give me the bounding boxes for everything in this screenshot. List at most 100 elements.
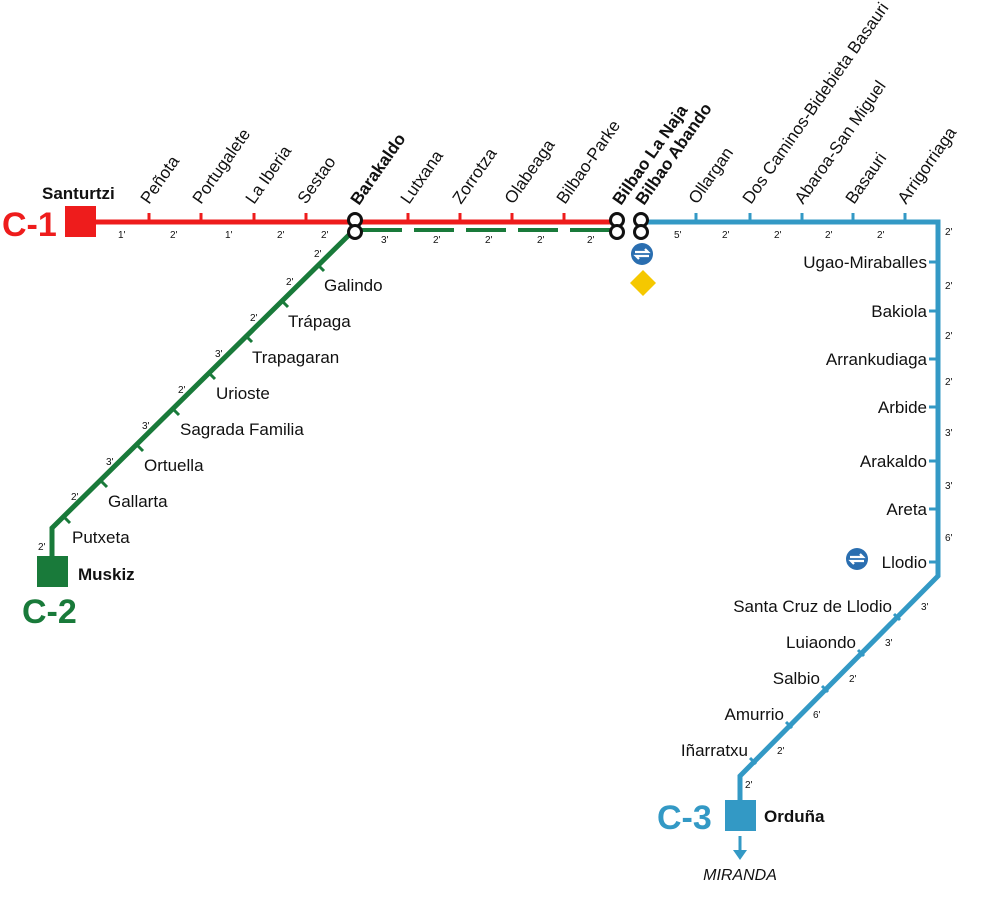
c3-line-label: C-3 <box>657 799 712 837</box>
tick-sagrada-familia <box>171 407 181 417</box>
tick-trapagaran <box>244 334 254 344</box>
time-label: 2' <box>745 780 753 791</box>
time-label: 3' <box>381 235 389 246</box>
time-label: 2' <box>286 277 294 288</box>
time-label: 2' <box>170 230 178 241</box>
time-label: 2' <box>945 227 953 238</box>
station-inarratxu: Iñarratxu <box>681 741 748 760</box>
station-areta: Areta <box>886 500 927 519</box>
tick-gallarta <box>99 479 109 489</box>
tick-trapaga <box>280 299 290 309</box>
time-label: 2' <box>277 230 285 241</box>
c2-line-label: C-2 <box>22 593 77 631</box>
time-label: 2' <box>777 746 785 757</box>
time-label: 3' <box>885 638 893 649</box>
c2-station-ticks <box>62 263 326 525</box>
station-la-iberia: La Iberia <box>242 142 296 208</box>
station-trapagaran: Trapagaran <box>252 348 339 367</box>
station-santa-cruz-de-llodio: Santa Cruz de Llodio <box>733 597 892 616</box>
tick-putxeta <box>62 515 72 525</box>
station-ortuella: Ortuella <box>144 456 204 475</box>
time-label: 2' <box>250 313 258 324</box>
station-lutxana: Lutxana <box>397 146 448 207</box>
orduna-label: Orduña <box>764 807 825 826</box>
arrow-down-head <box>733 850 747 860</box>
station-trapaga: Trápaga <box>288 312 351 331</box>
tick-ortuella <box>135 443 145 453</box>
station-luiaondo: Luiaondo <box>786 633 856 652</box>
time-label: 6' <box>813 710 821 721</box>
time-label: 2' <box>945 331 953 342</box>
time-label: 2' <box>849 674 857 685</box>
barakaldo-interchange <box>347 212 363 240</box>
c2-track <box>49 227 357 560</box>
time-label: 2' <box>314 249 322 260</box>
station-sestao: Sestao <box>294 153 340 207</box>
time-label: 2' <box>825 230 833 241</box>
station-olabeaga: Olabeaga <box>501 136 559 208</box>
station-amurrio: Amurrio <box>724 705 784 724</box>
renfe-logo-icon <box>631 243 653 265</box>
tick-inarratxu <box>748 756 758 766</box>
time-label: 3' <box>945 428 953 439</box>
tick-urioste <box>207 371 217 381</box>
station-gallarta: Gallarta <box>108 492 168 511</box>
station-urioste: Urioste <box>216 384 270 403</box>
station-arrankudiaga: Arrankudiaga <box>826 350 928 369</box>
station-bakiola: Bakiola <box>871 302 927 321</box>
muskiz-terminal-square <box>37 556 68 587</box>
time-label: 2' <box>485 235 493 246</box>
time-label: 3' <box>142 421 150 432</box>
time-label: 1' <box>225 230 233 241</box>
station-sagrada-familia: Sagrada Familia <box>180 420 304 439</box>
time-label: 3' <box>215 349 223 360</box>
time-label: 2' <box>774 230 782 241</box>
station-ugao-miraballes: Ugao-Miraballes <box>803 253 927 272</box>
station-abaroa-san-miguel: Abaroa-San Miguel <box>791 77 890 207</box>
c3-track <box>642 219 941 808</box>
time-label: 2' <box>178 385 186 396</box>
station-ollargan: Ollargan <box>685 144 737 208</box>
time-label: 2' <box>38 542 46 553</box>
bilbao-abando-interchange <box>633 212 649 240</box>
renfe-logo-icon <box>846 548 868 570</box>
santurtzi-label: Santurtzi <box>42 184 115 203</box>
tick-santa-cruz <box>892 612 902 622</box>
orduna-terminal-square <box>725 800 756 831</box>
time-label: 3' <box>106 457 114 468</box>
yellow-diamond-icon <box>630 270 656 296</box>
santurtzi-terminal-square <box>65 206 96 237</box>
c1-station-ticks <box>147 213 566 222</box>
miranda-extension-label: MIRANDA <box>703 867 777 884</box>
station-basauri: Basauri <box>842 149 891 207</box>
time-label: 5' <box>674 230 682 241</box>
time-label: 6' <box>945 533 953 544</box>
c1-line-label: C-1 <box>2 206 57 244</box>
bilbao-la-naja-interchange <box>609 212 625 240</box>
time-label: 1' <box>118 230 126 241</box>
time-label: 3' <box>921 602 929 613</box>
tick-luiaondo <box>856 648 866 658</box>
station-llodio: Llodio <box>882 553 927 572</box>
tick-amurrio <box>784 720 794 730</box>
time-label: 2' <box>945 281 953 292</box>
tick-salbio <box>820 684 830 694</box>
c3-station-ticks <box>694 213 938 766</box>
muskiz-label: Muskiz <box>78 565 135 584</box>
time-label: 2' <box>321 230 329 241</box>
station-zorrotza: Zorrotza <box>449 144 501 207</box>
station-arakaldo: Arakaldo <box>860 452 927 471</box>
time-label: 2' <box>71 492 79 503</box>
time-label: 2' <box>537 235 545 246</box>
station-penota: Peñota <box>137 152 184 207</box>
time-label: 2' <box>587 235 595 246</box>
time-label: 2' <box>433 235 441 246</box>
time-label: 2' <box>877 230 885 241</box>
station-salbio: Salbio <box>773 669 820 688</box>
station-galindo: Galindo <box>324 276 383 295</box>
station-arbide: Arbide <box>878 398 927 417</box>
time-label: 3' <box>945 481 953 492</box>
station-putxeta: Putxeta <box>72 528 130 547</box>
